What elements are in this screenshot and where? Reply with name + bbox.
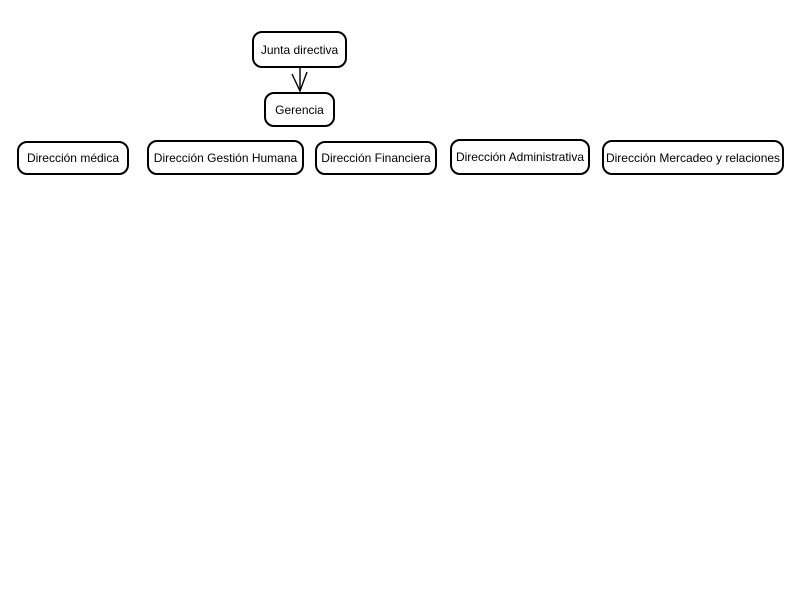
- node-direccion-administrativa[interactable]: Dirección Administrativa: [450, 139, 590, 175]
- node-direccion-mercadeo-y-relaciones[interactable]: Dirección Mercadeo y relaciones: [602, 140, 784, 175]
- node-label: Dirección médica: [26, 151, 120, 165]
- node-gerencia[interactable]: Gerencia: [264, 92, 335, 127]
- node-label: Dirección Financiera: [321, 151, 431, 165]
- node-direccion-financiera[interactable]: Dirección Financiera: [315, 141, 437, 175]
- node-direccion-medica[interactable]: Dirección médica: [17, 141, 129, 175]
- node-label: Dirección Mercadeo y relaciones: [605, 150, 781, 165]
- node-label: Junta directiva: [260, 42, 339, 57]
- node-label: Gerencia: [275, 102, 324, 117]
- node-label: Dirección Gestión Humana: [153, 150, 298, 165]
- node-label: Dirección Administrativa: [455, 150, 585, 164]
- node-direccion-gestion-humana[interactable]: Dirección Gestión Humana: [147, 140, 304, 175]
- node-junta-directiva[interactable]: Junta directiva: [252, 31, 347, 68]
